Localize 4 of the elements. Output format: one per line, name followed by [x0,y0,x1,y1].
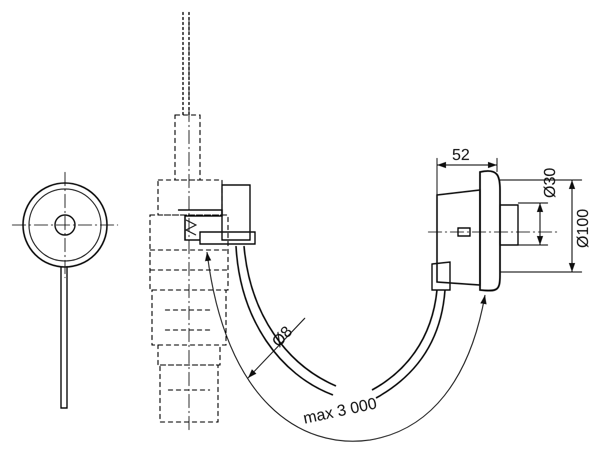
dimension-label: max 3 000 [302,396,378,428]
dimension-label: 52 [452,148,470,164]
dimension-label: Ø30 [543,168,559,198]
dimension-label: Ø100 [576,208,592,248]
